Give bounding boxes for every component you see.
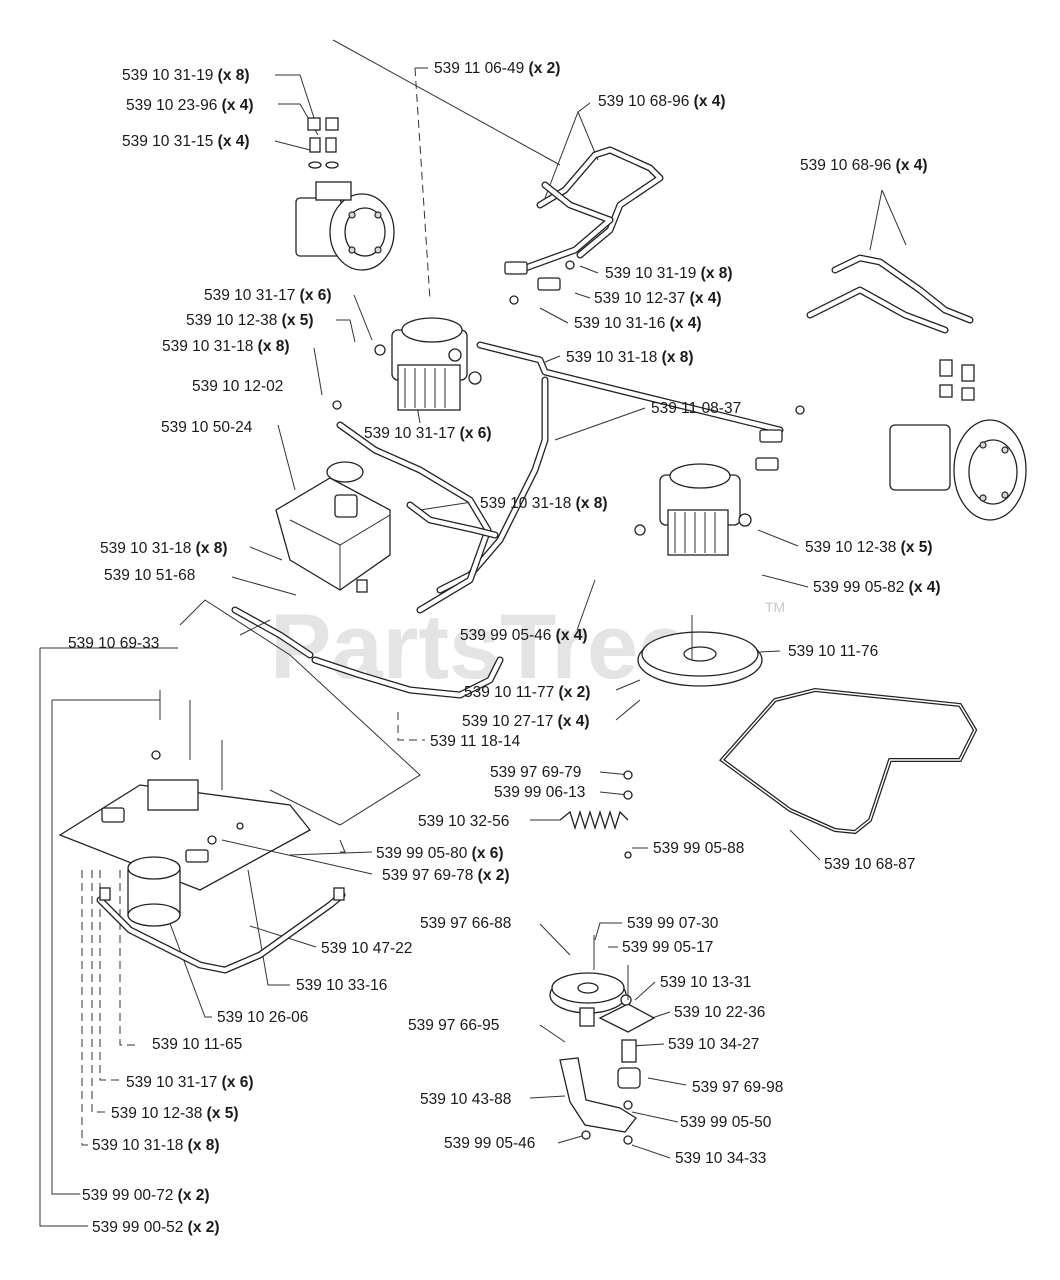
part-label-539-99-05-46: 539 99 05-46: [444, 1135, 535, 1152]
part-label-539-97-69-78: 539 97 69-78 (x 2): [382, 867, 510, 884]
part-label-539-99-05-50: 539 99 05-50: [680, 1114, 772, 1131]
part-label-539-10-12-38-lower: 539 10 12-38 (x 5): [111, 1105, 239, 1122]
part-label-539-10-31-19-center: 539 10 31-19 (x 8): [605, 265, 733, 282]
part-label-539-10-31-17-upper: 539 10 31-17 (x 6): [204, 287, 332, 304]
part-label-539-99-05-46-x4: 539 99 05-46 (x 4): [460, 627, 588, 644]
part-label-539-10-11-76: 539 10 11-76: [788, 643, 878, 660]
part-label-539-10-31-18-left: 539 10 31-18 (x 8): [100, 540, 228, 557]
part-label-539-10-32-56: 539 10 32-56: [418, 813, 509, 830]
part-label-539-11-06-49: 539 11 06-49 (x 2): [434, 60, 560, 77]
part-label-539-10-13-31: 539 10 13-31: [660, 974, 751, 991]
leader-lines: [39, 39, 907, 1227]
part-label-539-10-68-96: 539 10 68-96 (x 4): [598, 93, 726, 110]
part-number-labels: 539 10 31-19 (x 8) 539 10 23-96 (x 4) 53…: [68, 60, 941, 1236]
part-label-539-10-47-22: 539 10 47-22: [321, 940, 412, 957]
part-label-539-11-18-14: 539 11 18-14: [430, 733, 521, 750]
part-label-539-10-31-18-lower: 539 10 31-18 (x 8): [92, 1137, 220, 1154]
part-label-539-10-31-19: 539 10 31-19 (x 8): [122, 67, 250, 84]
part-label-539-10-12-38-upper: 539 10 12-38 (x 5): [186, 312, 314, 329]
part-label-539-97-66-88: 539 97 66-88: [420, 915, 511, 932]
part-label-539-10-27-17: 539 10 27-17 (x 4): [462, 713, 590, 730]
part-label-539-10-23-96: 539 10 23-96 (x 4): [126, 97, 254, 114]
part-label-539-10-50-24: 539 10 50-24: [161, 419, 253, 436]
part-label-539-10-34-33: 539 10 34-33: [675, 1150, 766, 1167]
part-label-539-10-43-88: 539 10 43-88: [420, 1091, 511, 1108]
part-label-539-99-05-17: 539 99 05-17: [622, 939, 713, 956]
part-label-539-11-08-37: 539 11 08-37: [651, 400, 741, 417]
part-label-539-10-33-16: 539 10 33-16: [296, 977, 387, 994]
part-label-539-10-34-27: 539 10 34-27: [668, 1036, 759, 1053]
part-label-539-97-69-98: 539 97 69-98: [692, 1079, 783, 1096]
part-label-539-10-12-38-right: 539 10 12-38 (x 5): [805, 539, 933, 556]
part-label-539-10-69-33: 539 10 69-33: [68, 635, 159, 652]
part-label-539-99-07-30: 539 99 07-30: [627, 915, 719, 932]
part-drawings: [58, 117, 1027, 1145]
watermark-text: PartsTree: [270, 596, 689, 698]
part-label-539-10-26-06: 539 10 26-06: [217, 1009, 308, 1026]
part-label-539-10-12-37: 539 10 12-37 (x 4): [594, 290, 722, 307]
part-label-539-99-06-13: 539 99 06-13: [494, 784, 585, 801]
part-label-539-10-12-02: 539 10 12-02: [192, 378, 283, 395]
part-label-539-10-31-18-center: 539 10 31-18 (x 8): [566, 349, 694, 366]
part-label-539-10-68-87: 539 10 68-87: [824, 856, 915, 873]
watermark-trademark: TM: [765, 599, 785, 615]
part-label-539-10-22-36: 539 10 22-36: [674, 1004, 765, 1021]
part-label-539-10-51-68: 539 10 51-68: [104, 567, 195, 584]
part-label-539-10-31-18-upper: 539 10 31-18 (x 8): [162, 338, 290, 355]
part-label-539-10-31-17-lower: 539 10 31-17 (x 6): [126, 1074, 254, 1091]
part-label-539-10-11-77: 539 10 11-77 (x 2): [464, 684, 590, 701]
part-label-539-97-69-79: 539 97 69-79: [490, 764, 581, 781]
part-label-539-99-05-80: 539 99 05-80 (x 6): [376, 845, 504, 862]
part-label-539-10-31-15: 539 10 31-15 (x 4): [122, 133, 250, 150]
part-label-539-10-11-65: 539 10 11-65: [152, 1036, 242, 1053]
part-label-539-99-05-88: 539 99 05-88: [653, 840, 744, 857]
part-label-539-97-66-95: 539 97 66-95: [408, 1017, 499, 1034]
part-label-539-99-00-52: 539 99 00-52 (x 2): [92, 1219, 220, 1236]
part-label-539-10-31-17-mid: 539 10 31-17 (x 6): [364, 425, 492, 442]
part-label-539-99-00-72: 539 99 00-72 (x 2): [82, 1187, 210, 1204]
part-label-539-10-31-18-mid: 539 10 31-18 (x 8): [480, 495, 608, 512]
part-label-539-99-05-82: 539 99 05-82 (x 4): [813, 579, 941, 596]
part-label-539-10-31-16: 539 10 31-16 (x 4): [574, 315, 702, 332]
part-label-539-10-68-96-right: 539 10 68-96 (x 4): [800, 157, 928, 174]
